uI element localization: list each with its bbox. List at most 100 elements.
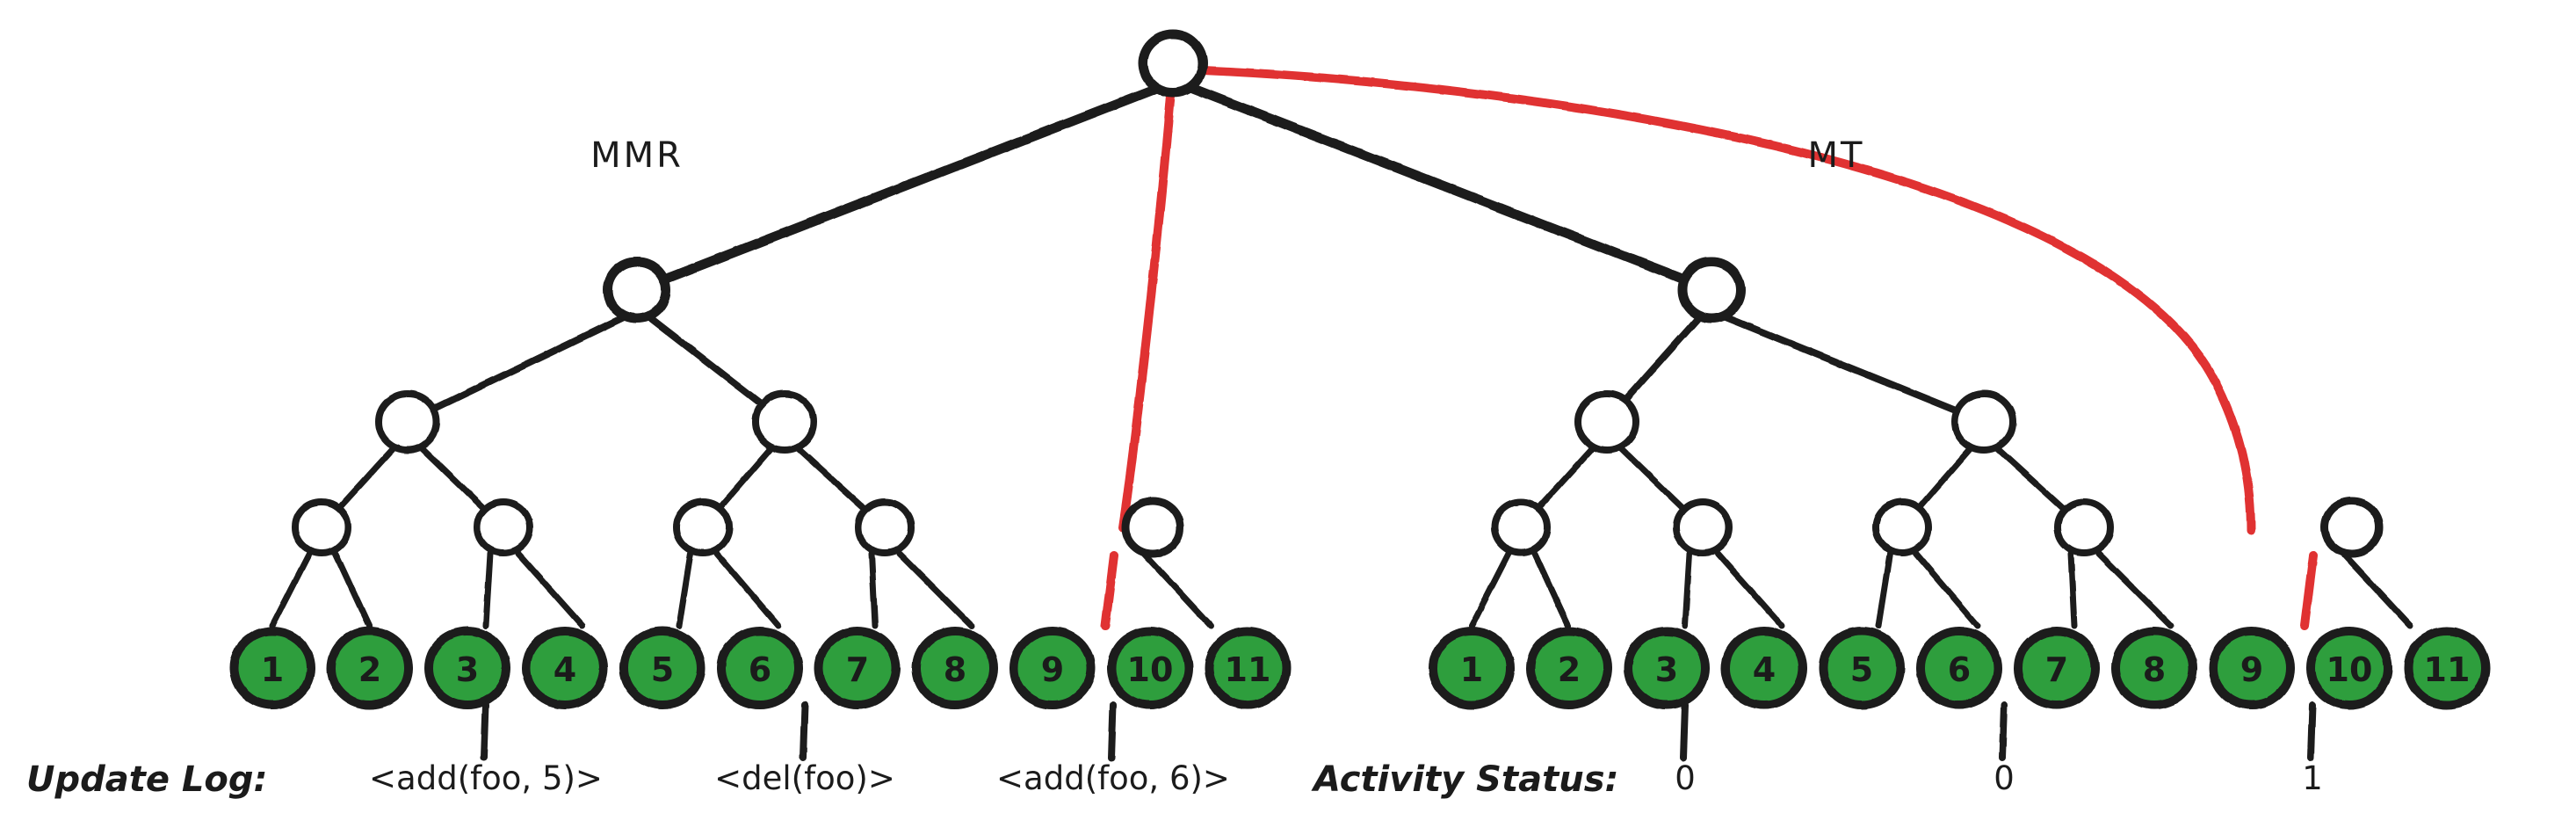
node-shared-root[interactable] [1138,29,1208,98]
leaf-node-mmr-3[interactable]: 3 [424,627,510,709]
leaf-node-mt-7[interactable]: 7 [2014,627,2100,709]
highlight-proof-paths [1101,66,2318,630]
leaf-label: 6 [1948,650,1971,689]
node-mt-l2a[interactable] [1574,390,1639,454]
node-mmr-l3c[interactable] [673,498,733,556]
edge-mmr-l3c-r [713,550,782,629]
edge-mmr-l1-l [403,313,629,425]
leaf-circle [2209,627,2295,709]
leaf-label: 10 [1127,650,1174,689]
node-mmr-l3b[interactable] [474,498,533,556]
leaf-node-mt-10[interactable]: 10 [2306,627,2392,709]
leaf-circle [2014,627,2100,709]
node-mt-root[interactable] [1677,257,1746,323]
edge-mmr-l3d-r [896,550,975,629]
leaf-node-mmr-9[interactable]: 9 [1009,627,1096,709]
update-log-label: Update Log: [26,759,268,800]
node-mt-l3a[interactable] [1491,498,1551,556]
activity-status-tick [1999,701,2008,761]
update-log-entry: <add(foo, 6)> [996,759,1230,797]
highlight-edge-root-to-mt-node9 [1198,66,2255,535]
leaf-circle [619,627,706,709]
leaf-node-mt-8[interactable]: 8 [2111,627,2197,709]
leaf-node-mt-4[interactable]: 4 [1721,627,1807,709]
update-log-entry: <add(foo, 5)> [369,759,603,797]
node-mt-l3d[interactable] [2054,498,2114,556]
leaf-node-mmr-7[interactable]: 7 [814,627,901,709]
update-log-tick [1108,701,1117,761]
leaf-circle [1009,627,1096,709]
leaf-circle [1526,627,1612,709]
leaf-node-mt-5[interactable]: 5 [1819,627,1905,709]
highlight-edge-root-to-mmr-node9 [1118,86,1176,532]
leaf-node-mmr-11[interactable]: 11 [1205,627,1291,709]
update-log-tick [481,701,489,761]
leaf-label: 4 [1753,650,1776,689]
leaf-circle [522,627,608,709]
node-mmr-root[interactable] [603,257,671,323]
leaf-label: 8 [2143,650,2166,689]
highlight-edge-mt-node9-leaf9 [2300,551,2318,630]
leaf-label: 1 [261,650,284,689]
node-mmr-l3d[interactable] [855,498,915,556]
leaf-circle [327,627,413,709]
leaf-label: 7 [2045,650,2068,689]
leaf-tick-marks [481,701,2316,761]
leaf-node-mt-1[interactable]: 1 [1429,627,1515,709]
leaf-circle [1107,627,1193,709]
leaf-label: 11 [2424,650,2471,689]
node-mt-l3e[interactable] [2320,497,2384,558]
leaf-node-mt-9[interactable]: 9 [2209,627,2295,709]
node-mmr-l2b[interactable] [752,390,817,454]
node-mmr-l3e[interactable] [1121,497,1184,558]
leaf-node-mmr-8[interactable]: 8 [912,627,998,709]
edge-mt-l3b-r [1714,550,1785,629]
leaf-label: 8 [944,650,966,689]
leaf-label: 9 [2240,650,2263,689]
leaf-circle [912,627,998,709]
leaf-node-mmr-5[interactable]: 5 [619,627,706,709]
leaf-circle [2404,627,2490,709]
leaf-label: 5 [1850,650,1873,689]
update-log-entry: <del(foo)> [714,759,895,797]
edge-mmr-l3a-l [269,550,313,629]
leaf-circle [1916,627,2002,709]
leaf-circle [717,627,803,709]
edge-root-mt [1186,83,1717,295]
node-mt-l2b[interactable] [1951,390,2016,454]
leaf-node-mmr-1[interactable]: 1 [229,627,315,709]
leaf-node-mt-3[interactable]: 3 [1624,627,1710,709]
edge-root-mmr [632,83,1163,295]
node-mmr-l3a[interactable] [292,498,351,556]
leaf-label: 7 [846,650,869,689]
leaf-node-mt-6[interactable]: 6 [1916,627,2002,709]
leaf-label: 5 [651,650,674,689]
leaf-circle [1429,627,1515,709]
leaf-node-mmr-10[interactable]: 10 [1107,627,1193,709]
leaf-label: 2 [358,650,381,689]
activity-status-value: 0 [1994,759,2015,797]
leaf-label: 2 [1558,650,1581,689]
edge-mt-l1-r [1720,313,1987,425]
activity-status-tick [2307,701,2316,761]
leaf-circle [2111,627,2197,709]
node-mmr-l2a[interactable] [375,390,440,454]
leaf-label: 3 [456,650,479,689]
edge-mt-l3d-r [2095,550,2174,629]
leaf-node-mmr-6[interactable]: 6 [717,627,803,709]
leaf-node-mt-11[interactable]: 11 [2404,627,2490,709]
edge-mt-l3d-l [2067,550,2078,629]
edge-mt-l3e-r [2340,550,2413,629]
leaf-circle [424,627,510,709]
edge-mt-l3a-r [1531,550,1572,629]
leaf-node-mt-2[interactable]: 2 [1526,627,1612,709]
leaf-node-mmr-4[interactable]: 4 [522,627,608,709]
edge-mt-l3c-r [1913,550,1981,629]
leaf-circle [814,627,901,709]
leaf-label: 4 [554,650,576,689]
node-mt-l3c[interactable] [1872,498,1932,556]
leaf-node-mmr-2[interactable]: 2 [327,627,413,709]
leaf-label: 11 [1225,650,1271,689]
node-mt-l3b[interactable] [1673,498,1733,556]
